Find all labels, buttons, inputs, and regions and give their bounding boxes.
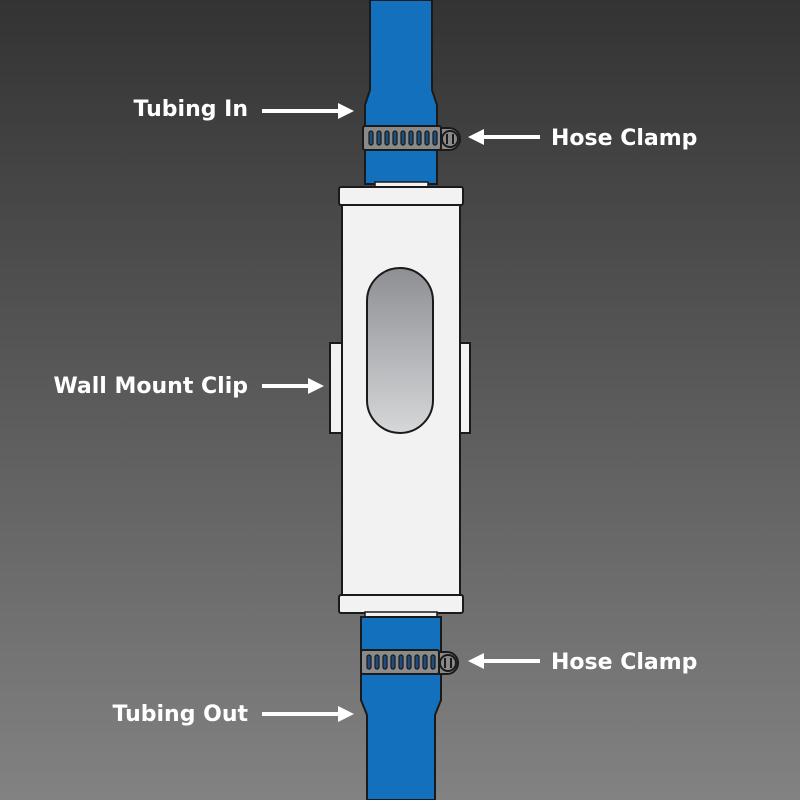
label-wall-mount-clip: Wall Mount Clip xyxy=(53,374,248,399)
hose-clamp-bottom xyxy=(360,649,459,675)
housing-cap-top xyxy=(338,186,464,206)
label-hose-clamp-top: Hose Clamp xyxy=(551,126,697,151)
label-tubing-in: Tubing In xyxy=(134,97,248,122)
label-hose-clamp-bottom: Hose Clamp xyxy=(551,650,697,675)
hose-clamp-top xyxy=(362,125,461,151)
label-tubing-out: Tubing Out xyxy=(113,702,249,727)
housing-cap-bottom xyxy=(338,594,464,614)
tubing-in xyxy=(364,0,438,185)
sight-window xyxy=(366,267,434,434)
tubing-out xyxy=(360,616,442,800)
